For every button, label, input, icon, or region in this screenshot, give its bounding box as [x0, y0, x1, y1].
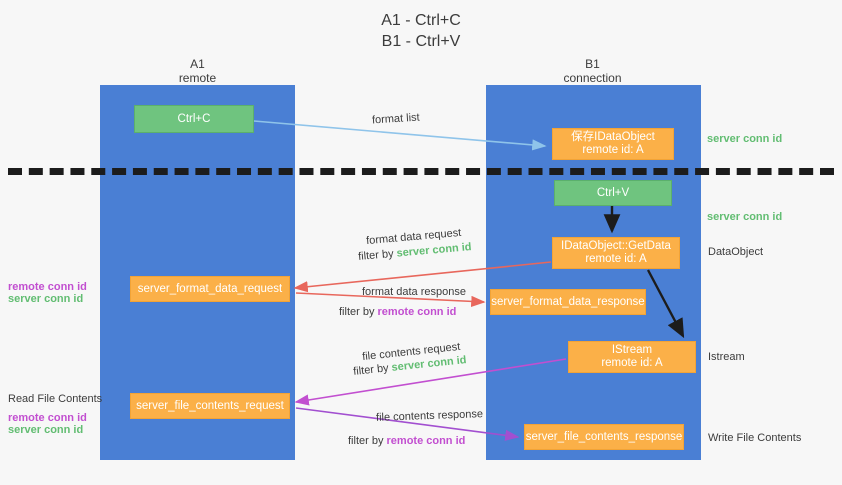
node-server-format-data-request-label: server_format_data_request [137, 282, 283, 295]
node-server-file-contents-request[interactable]: server_file_contents_request [130, 393, 290, 419]
node-ctrl-v[interactable]: Ctrl+V [554, 180, 672, 206]
annotation-remote-conn-id-2: remote conn id [8, 412, 87, 424]
node-istream-title: IStream [611, 344, 653, 356]
node-istream-id: remote id: A [601, 357, 663, 369]
node-server-file-contents-response-label: server_file_contents_response [525, 430, 683, 443]
filter-prefix: filter by [339, 306, 378, 318]
title-line-1: A1 - Ctrl+C [381, 12, 461, 29]
lane-b1-header: B1 connection [515, 57, 670, 85]
node-server-file-contents-request-label: server_file_contents_request [136, 399, 284, 412]
node-ctrl-c-label: Ctrl+C [177, 112, 211, 125]
annotation-istream: Istream [708, 351, 745, 363]
annotation-server-conn-id-top: server conn id [707, 133, 783, 145]
filter-value-remote-conn-id: remote conn id [377, 306, 457, 318]
node-istream[interactable]: IStream remote id: A [568, 341, 696, 373]
edge-label-format-data-response: format data response [362, 286, 466, 298]
lane-b1-name: B1 [585, 57, 600, 71]
annotation-server-conn-id-mid: server conn id [707, 211, 783, 223]
node-ctrl-c[interactable]: Ctrl+C [134, 105, 254, 133]
node-idataobject-getdata-title: IDataObject::GetData [561, 240, 671, 252]
node-server-format-data-response-label: server_format_data_response [491, 295, 645, 308]
edge-label-format-list: format list [371, 111, 421, 127]
annotation-dataobject: DataObject [708, 246, 764, 258]
filter-prefix: filter by [352, 361, 393, 378]
filter-value-remote-conn-id: remote conn id [386, 435, 466, 447]
annotation-remote-conn-id-1: remote conn id [8, 281, 87, 293]
filter-prefix: filter by [348, 435, 387, 447]
annotation-read-file-contents: Read File Contents [8, 393, 103, 405]
phase-divider [8, 168, 834, 175]
node-save-idataobject[interactable]: 保存IDataObject remote id: A [552, 128, 674, 160]
node-server-file-contents-response[interactable]: server_file_contents_response [524, 424, 684, 450]
edge-label-file-contents-response: file contents response [375, 408, 484, 424]
annotation-server-conn-id-2: server conn id [8, 424, 84, 436]
filter-prefix: filter by [357, 247, 398, 263]
lane-a1-name: A1 [190, 57, 205, 71]
lane-a1-header: A1 remote [120, 57, 275, 85]
node-idataobject-getdata[interactable]: IDataObject::GetData remote id: A [552, 237, 680, 269]
node-save-idataobject-title: 保存IDataObject [571, 131, 655, 143]
title-line-2: B1 - Ctrl+V [381, 33, 461, 50]
node-server-format-data-request[interactable]: server_format_data_request [130, 276, 290, 302]
lane-b1-role: connection [563, 71, 622, 85]
node-server-format-data-response[interactable]: server_format_data_response [490, 289, 646, 315]
lane-a1-role: remote [178, 71, 217, 85]
edge-label-file-contents-response-filter: filter by remote conn id [348, 434, 465, 448]
node-idataobject-getdata-id: remote id: A [585, 253, 647, 265]
node-save-idataobject-id: remote id: A [582, 144, 644, 156]
annotation-server-conn-id-1: server conn id [8, 293, 84, 305]
page-title: A1 - Ctrl+C B1 - Ctrl+V [0, 10, 842, 52]
node-ctrl-v-label: Ctrl+V [596, 186, 630, 199]
edge-label-format-data-response-filter: filter by remote conn id [339, 305, 456, 319]
annotation-write-file-contents: Write File Contents [708, 432, 802, 444]
